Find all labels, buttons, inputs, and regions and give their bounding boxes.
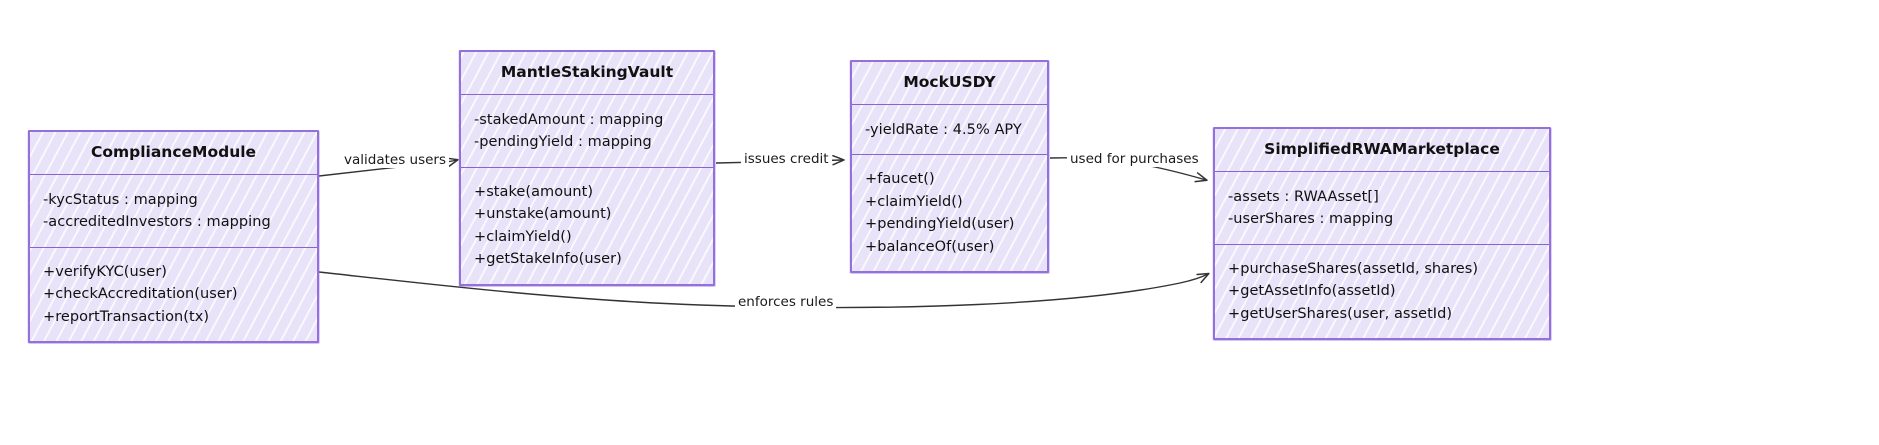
class-method: +verifyKYC(user) (43, 263, 167, 280)
class-title-mock-usdy: MockUSDY (903, 73, 996, 91)
class-attributes-compliance-module: -kycStatus : mapping -accreditedInvestor… (30, 175, 317, 247)
uml-class-simplified-rwa-marketplace[interactable]: SimplifiedRWAMarketplace -assets : RWAAs… (1213, 127, 1551, 340)
class-method: +balanceOf(user) (865, 238, 995, 255)
class-title-mantle-staking-vault: MantleStakingVault (500, 63, 674, 81)
class-method: +getAssetInfo(assetId) (1228, 283, 1396, 299)
class-method: +unstake(amount) (474, 206, 612, 222)
class-attribute: -yieldRate : 4.5% APY (865, 121, 1022, 138)
class-attribute: -userShares : mapping (1228, 211, 1394, 227)
class-method: +pendingYield(user) (865, 216, 1015, 232)
class-method: +claimYield() (865, 193, 963, 210)
edge-label-used-for-purchases: used for purchases (1067, 152, 1202, 167)
class-attribute: -kycStatus : mapping (43, 191, 198, 208)
class-methods-mantle-staking-vault: +stake(amount) +unstake(amount) +claimYi… (461, 168, 713, 284)
class-methods-mock-usdy: +faucet() +claimYield() +pendingYield(us… (852, 155, 1047, 271)
class-separator (30, 173, 317, 175)
class-attribute: -stakedAmount : mapping (474, 111, 664, 128)
edge-label-enforces-rules: enforces rules (735, 295, 837, 310)
class-separator (30, 246, 317, 248)
class-separator (1215, 243, 1549, 245)
class-separator (852, 103, 1047, 105)
class-methods-compliance-module: +verifyKYC(user) +checkAccreditation(use… (30, 248, 317, 342)
class-method: +reportTransaction(tx) (43, 308, 210, 325)
uml-class-mock-usdy[interactable]: MockUSDY -yieldRate : 4.5% APY +faucet()… (850, 60, 1049, 273)
class-separator (461, 93, 713, 95)
class-method: +stake(amount) (474, 183, 594, 200)
edge-label-issues-credit: issues credit (741, 152, 832, 167)
class-title-compliance-module: ComplianceModule (90, 143, 257, 161)
class-separator (852, 154, 1047, 155)
class-attribute: -assets : RWAAsset[] (1228, 188, 1379, 205)
class-attribute: -accreditedInvestors : mapping (43, 214, 271, 230)
uml-class-compliance-module[interactable]: ComplianceModule -kycStatus : mapping -a… (28, 130, 319, 343)
class-attributes-simplified-rwa-marketplace: -assets : RWAAsset[] -userShares : mappi… (1215, 172, 1549, 244)
class-method: +purchaseShares(assetId, shares) (1228, 260, 1479, 277)
class-method: +claimYield() (474, 228, 572, 245)
uml-class-mantle-staking-vault[interactable]: MantleStakingVault -stakedAmount : mappi… (459, 50, 715, 286)
class-method: +faucet() (865, 171, 935, 187)
class-method: +getUserShares(user, assetId) (1228, 305, 1453, 322)
class-attributes-mock-usdy: -yieldRate : 4.5% APY (852, 105, 1047, 155)
class-title-simplified-rwa-marketplace: SimplifiedRWAMarketplace (1264, 140, 1500, 158)
class-separator (461, 166, 713, 168)
class-attribute: -pendingYield : mapping (474, 134, 652, 150)
class-methods-simplified-rwa-marketplace: +purchaseShares(assetId, shares) +getAss… (1215, 245, 1549, 339)
class-method: +checkAccreditation(user) (43, 286, 238, 302)
class-method: +getStakeInfo(user) (474, 251, 622, 267)
edge-label-validates-users: validates users (341, 153, 450, 168)
class-attributes-mantle-staking-vault: -stakedAmount : mapping -pendingYield : … (461, 95, 713, 167)
class-separator (1215, 170, 1549, 172)
